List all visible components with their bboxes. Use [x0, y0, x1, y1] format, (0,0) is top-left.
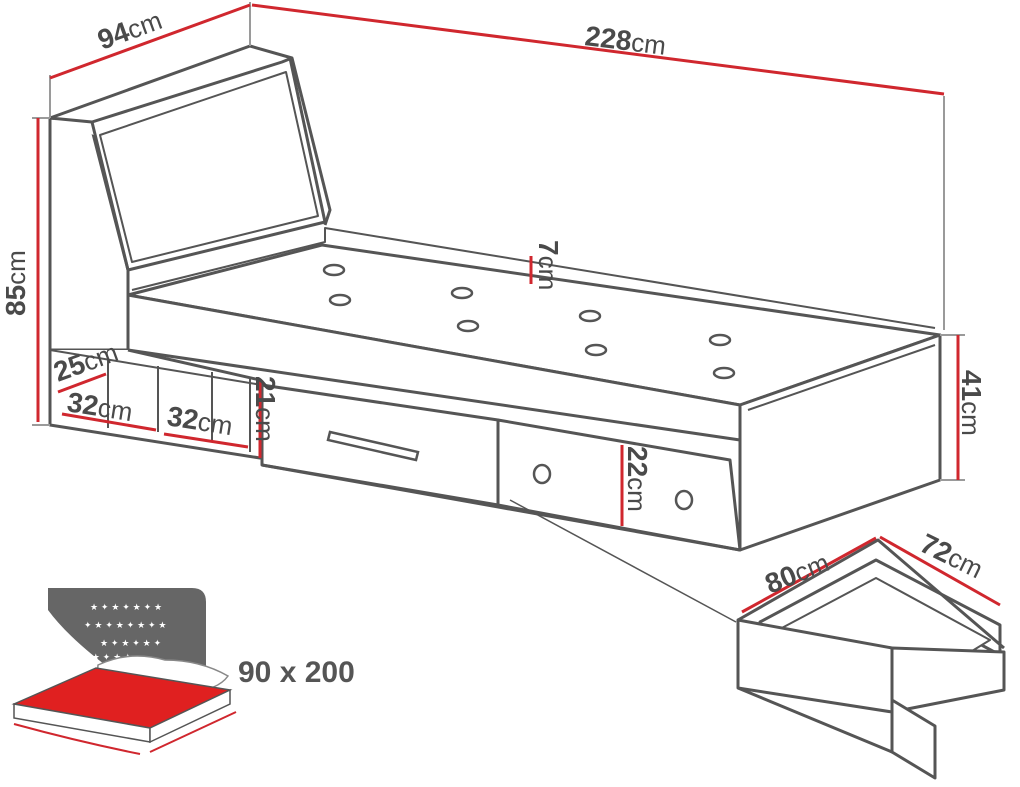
dim-line-25 [57, 372, 107, 394]
tuft-7 [708, 333, 732, 347]
label-228: 228cm [583, 20, 668, 61]
drawer-rim [737, 538, 1005, 650]
tuft-3 [328, 293, 352, 307]
mattress-end [149, 688, 231, 744]
drawer-front-right [496, 418, 742, 552]
label-22: 22cm [622, 446, 653, 512]
drawer-hardware [326, 430, 694, 511]
label-41: 41cm [956, 370, 987, 436]
drawer-front-panel [890, 698, 937, 780]
label-72: 72cm [915, 528, 988, 585]
mattress-width-arrow [13, 723, 141, 755]
label-21: 21cm [250, 376, 281, 442]
mattress-length-arrow [149, 711, 237, 753]
stars: ★ ✦ ★ ✦ ★ ✦ ★ ✦ ★ ✦ ★ ✦ ★ ✦ ★ ★ ✦ ★ ✦ ★ … [60, 603, 166, 663]
dim-line-72 [879, 535, 1001, 607]
bed-frame [48, 44, 942, 552]
dim-line-32b [163, 432, 249, 449]
svg-text:★ ✦ ★ ✦ ★ ✦ ★: ★ ✦ ★ ✦ ★ ✦ ★ [90, 603, 162, 613]
tuft-2 [450, 286, 474, 300]
dim-line-32a [61, 412, 157, 432]
mattress-icon: ★ ✦ ★ ✦ ★ ✦ ★ ✦ ★ ✦ ★ ✦ ★ ✦ ★ ★ ✦ ★ ✦ ★ … [11, 588, 237, 755]
drawer-bottom [737, 686, 893, 754]
mattress-size-label: 90 x 200 [238, 656, 355, 689]
night-sky-background [48, 588, 206, 676]
round-knob-1 [532, 463, 552, 485]
bed-platform-inner [131, 227, 936, 329]
tuft-8 [712, 366, 736, 380]
dimension-lines [36, 3, 1001, 640]
tuft-5 [578, 309, 602, 323]
label-7: 7cm [533, 240, 564, 290]
dim-line-228 [251, 3, 945, 96]
dim-line-94 [49, 3, 251, 80]
tuft-6 [584, 343, 608, 357]
drawer-detail [736, 538, 1006, 780]
bed-foot-inner [747, 344, 936, 411]
guide-lines [32, 2, 965, 623]
drawer-right-side [890, 646, 1006, 714]
label-32b: 32cm [165, 400, 235, 441]
tuft-1 [322, 263, 346, 277]
label-85: 85cm [0, 250, 31, 316]
headboard-outer [48, 116, 130, 352]
headboard-rim [49, 56, 293, 124]
long-handle [326, 430, 420, 462]
mattress-tufts [322, 263, 736, 380]
headboard-inner [90, 57, 327, 272]
shelf-top-line [49, 349, 263, 386]
svg-text:★ ✦ ★ ✦ ★ ✦: ★ ✦ ★ ✦ ★ ✦ [100, 639, 162, 649]
svg-text:✦ ★ ✦ ★ ✦ ★ ✦ ★: ✦ ★ ✦ ★ ✦ ★ ✦ ★ [84, 621, 166, 631]
label-32a: 32cm [65, 386, 135, 427]
tuft-4 [456, 319, 480, 333]
headboard-inner-face [99, 71, 319, 263]
moon-shape [46, 595, 95, 672]
dim-line-80 [741, 536, 877, 614]
svg-text:✦ ★ ✦ ★ ✦ ★ ✦: ✦ ★ ✦ ★ ✦ ★ ✦ [60, 653, 132, 663]
round-knob-2 [674, 489, 694, 511]
drawer-plinth [261, 463, 741, 552]
